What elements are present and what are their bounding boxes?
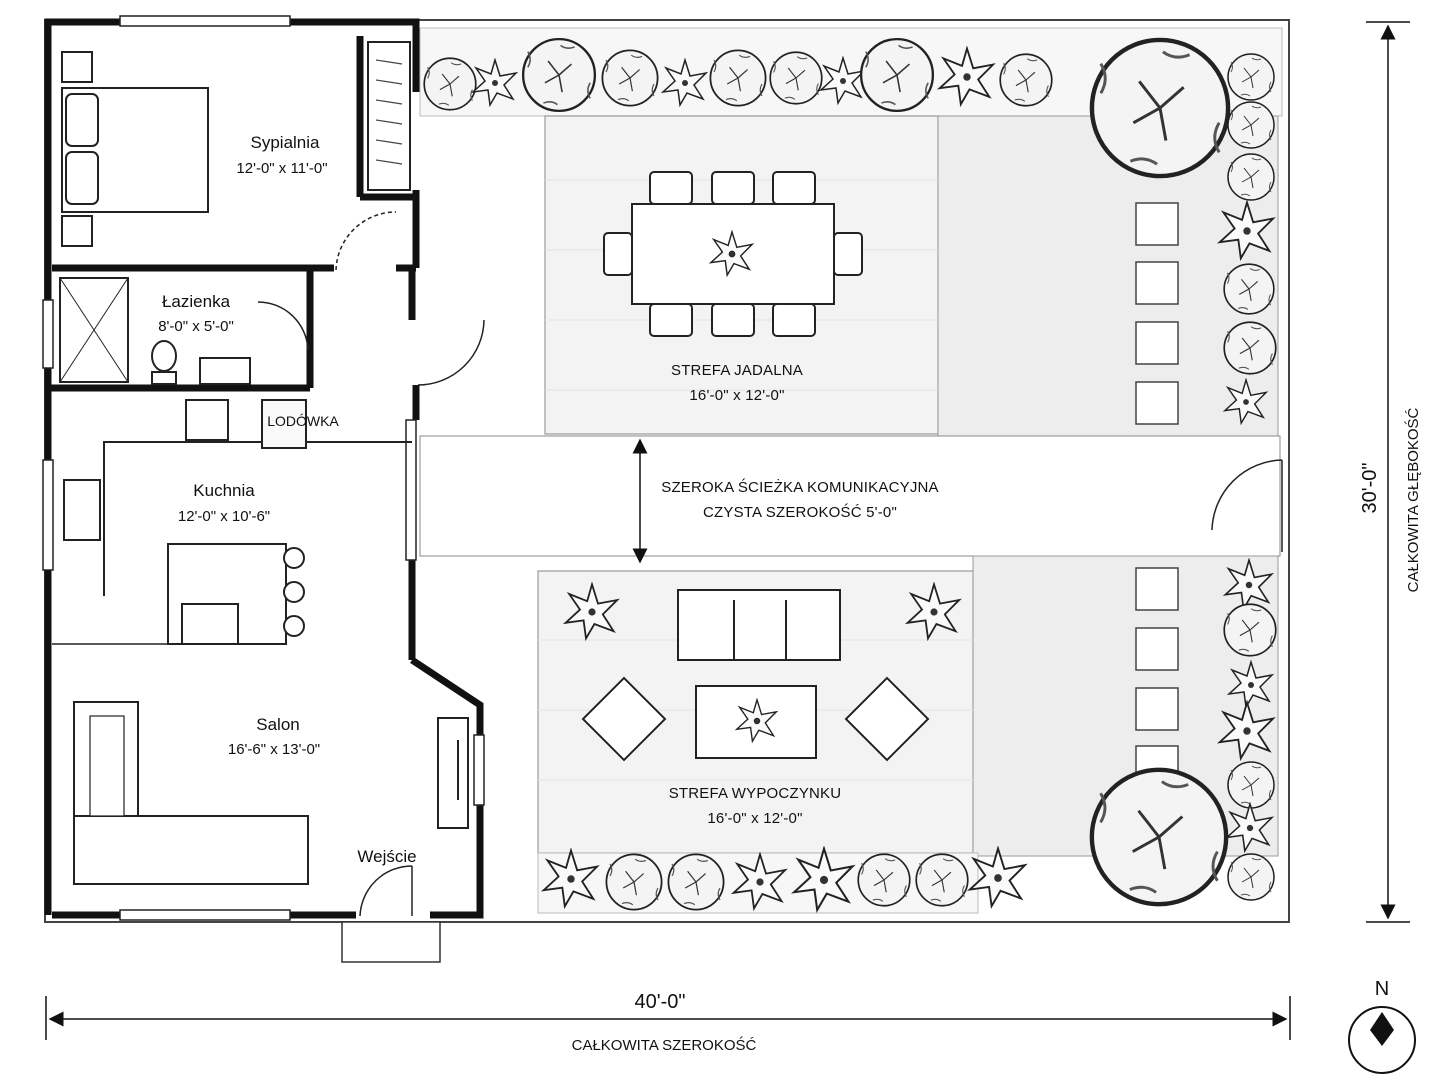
living-furniture bbox=[73, 701, 469, 885]
north-arrow: N bbox=[1348, 978, 1416, 1074]
dining-size: 16'-0" x 12'-0" bbox=[689, 387, 784, 404]
kitchen-fixtures bbox=[52, 399, 412, 645]
depth-dimension: 30'-0" CAŁKOWITA GŁĘBOKOŚĆ bbox=[1359, 21, 1422, 923]
bedroom-furniture bbox=[61, 41, 411, 247]
fridge-label: LODÓWKA bbox=[267, 413, 339, 429]
bathroom-size: 8'-0" x 5'-0" bbox=[158, 318, 234, 335]
lounge-size: 16'-0" x 12'-0" bbox=[707, 810, 802, 827]
kitchen-size: 12'-0" x 10'-6" bbox=[178, 508, 270, 525]
depth-label: CAŁKOWITA GŁĘBOKOŚĆ bbox=[1404, 407, 1422, 592]
width-label: CAŁKOWITA SZEROKOŚĆ bbox=[572, 1036, 757, 1054]
room-labels: Sypialnia 12'-0" x 11'-0" Łazienka 8'-0"… bbox=[158, 133, 939, 866]
walkway bbox=[419, 435, 1281, 557]
windows bbox=[42, 15, 485, 921]
bedroom-name: Sypialnia bbox=[251, 133, 321, 152]
lounge-name: STREFA WYPOCZYNKU bbox=[669, 785, 842, 802]
dining-name: STREFA JADALNA bbox=[671, 362, 803, 379]
doors bbox=[257, 211, 1283, 917]
lounge-set bbox=[581, 589, 930, 762]
depth-value: 30'-0" bbox=[1359, 463, 1381, 514]
bathroom-name: Łazienka bbox=[162, 292, 231, 311]
bedroom-size: 12'-0" x 11'-0" bbox=[236, 160, 327, 177]
width-value: 40'-0" bbox=[635, 991, 686, 1013]
kitchen-name: Kuchnia bbox=[193, 481, 255, 500]
north-label: N bbox=[1375, 978, 1389, 1000]
bathroom-fixtures bbox=[59, 277, 251, 385]
path-label: SZEROKA ŚCIEŻKA KOMUNIKACYJNA bbox=[661, 478, 939, 496]
living-name: Salon bbox=[256, 715, 299, 734]
dining-set bbox=[603, 171, 863, 337]
living-size: 16'-6" x 13'-0" bbox=[228, 741, 320, 758]
entry-label: Wejście bbox=[357, 847, 416, 866]
width-dimension: 40'-0" CAŁKOWITA SZEROKOŚĆ bbox=[45, 991, 1291, 1054]
path-width: CZYSTA SZEROKOŚĆ 5'-0" bbox=[703, 503, 897, 521]
entry-step bbox=[341, 921, 441, 963]
